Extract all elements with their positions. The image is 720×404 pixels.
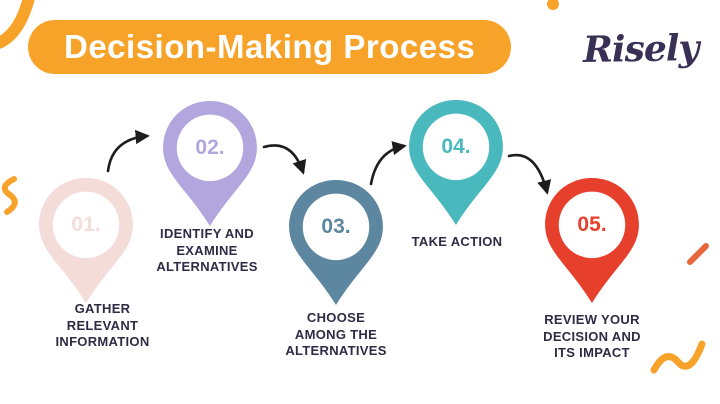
location-pin-icon [39, 177, 133, 304]
location-pin-icon [545, 177, 639, 304]
step-2-label: IDENTIFY AND EXAMINE ALTERNATIVES [156, 226, 258, 275]
step-5-number: 05. [577, 213, 607, 236]
pin-step-5: 05. [543, 176, 641, 305]
location-pin-icon [163, 100, 257, 227]
decor-left-squiggle-icon [1, 176, 18, 215]
arrow-step2-to-step3 [262, 144, 307, 175]
page-title: Decision-Making Process [64, 28, 476, 65]
pin-step-4: 04. [407, 98, 505, 227]
brand-logo: Risely [582, 26, 699, 72]
decor-top-dot-icon [547, 0, 559, 10]
location-pin-icon [409, 99, 503, 226]
step-2-number: 02. [195, 136, 225, 159]
decor-corner-arc-icon [0, 0, 35, 49]
decor-right-dash-icon [687, 243, 709, 265]
step-4-label: TAKE ACTION [411, 234, 503, 249]
pin-step-3: 03. [287, 178, 385, 307]
pin-step-1: 01. [37, 176, 135, 305]
arrow-step4-to-step5 [507, 153, 552, 195]
step-3-number: 03. [321, 215, 351, 238]
title-banner: Decision-Making Process [28, 20, 512, 74]
step-3-label: CHOOSE AMONG THE ALTERNATIVES [285, 310, 387, 359]
step-1-label: GATHER RELEVANT INFORMATION [55, 301, 150, 350]
step-1-number: 01. [71, 213, 101, 236]
step-5-label: REVIEW YOUR DECISION AND ITS IMPACT [543, 312, 641, 361]
arrow-step1-to-step2 [106, 129, 150, 173]
pin-step-2: 02. [161, 99, 259, 228]
step-4-number: 04. [441, 135, 471, 158]
location-pin-icon [289, 179, 383, 306]
